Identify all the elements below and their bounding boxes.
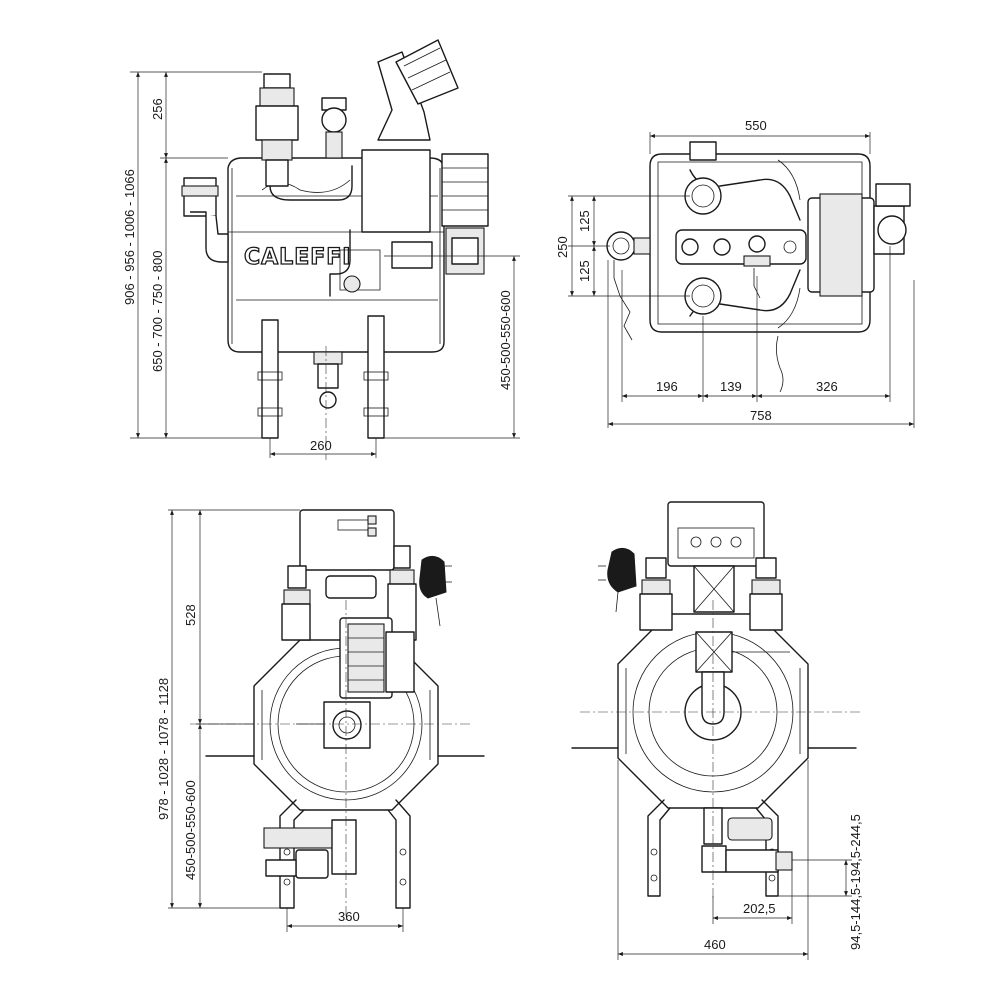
dim-front-top-height: 256 [150,98,165,120]
top-left-gauge [606,231,651,341]
caleffi-logo: CALEFFI [244,245,351,270]
front-top-valve-mid [321,97,347,159]
side-right-leg-left [647,799,671,897]
front-controller-display [395,39,459,105]
dim-top-port-upper: 125 [577,210,592,232]
side-view-left [190,509,485,920]
dim-top-port-lower: 125 [577,260,592,282]
front-controller-arm [377,51,431,141]
top-outlet-connection [684,277,722,315]
dim-side-right-total-width: 460 [704,937,726,952]
front-leg-left [257,319,283,439]
top-view [606,141,911,393]
side-left-actuator [419,556,452,627]
side-left-dimensions: 978 - 1028 - 1078 - 1128 528 450-500-550… [156,509,404,932]
side-left-drain [263,819,357,879]
side-right-actuator [598,548,637,613]
dim-side-left-total-height: 978 - 1028 - 1078 - 1128 [156,678,171,820]
dim-top-seg-right: 326 [816,379,838,394]
dim-top-total-width: 758 [750,408,772,423]
front-view-dimensions: 906 - 956 - 1006 - 1066 256 650 - 700 - … [122,71,520,458]
front-top-valve-left [255,73,299,187]
side-right-leg-right [755,799,779,897]
side-right-controller [667,501,765,567]
side-left-top-valves [281,545,417,641]
side-left-pump-housing [296,701,371,749]
dim-front-tank-height: 650 - 700 - 750 - 800 [150,251,165,372]
dim-front-leg-height: 450-500-550-600 [498,290,513,390]
side-left-controller [299,509,395,599]
dim-side-left-leg-height: 450-500-550-600 [183,780,198,880]
dim-top-port-total: 250 [555,236,570,258]
top-inlet-connection [684,141,722,215]
side-view-right [571,501,860,900]
side-left-motor [339,617,415,699]
front-view: CALEFFI [181,39,489,460]
side-right-valve-cluster [639,557,783,631]
top-view-dimensions: 550 250 125 125 196 139 326 758 [555,118,915,428]
dim-front-leg-spacing: 260 [310,438,332,453]
dim-front-total-height: 906 - 956 - 1006 - 1066 [122,169,137,305]
top-motor [807,183,911,297]
front-motor [441,153,489,275]
front-drain-valve [313,351,343,409]
side-right-dimensions: 94,5-144,5-194,5-244,5 202,5 460 [617,760,863,960]
dim-side-right-outlet-height: 94,5-144,5-194,5-244,5 [848,814,863,950]
dim-side-right-outlet-offset: 202,5 [743,901,776,916]
top-mid-sensor [743,235,784,393]
front-sight-window [391,241,433,269]
side-left-leg-right [387,799,411,909]
front-leg-right [363,315,389,439]
dim-side-left-leg-spacing: 360 [338,909,360,924]
front-inlet-fitting [183,177,217,217]
dim-top-seg-mid: 139 [720,379,742,394]
side-right-inlet-pipe [695,631,790,725]
dim-top-seg-left: 196 [656,379,678,394]
dim-top-depth: 550 [745,118,767,133]
dim-side-left-top-height: 528 [183,604,198,626]
